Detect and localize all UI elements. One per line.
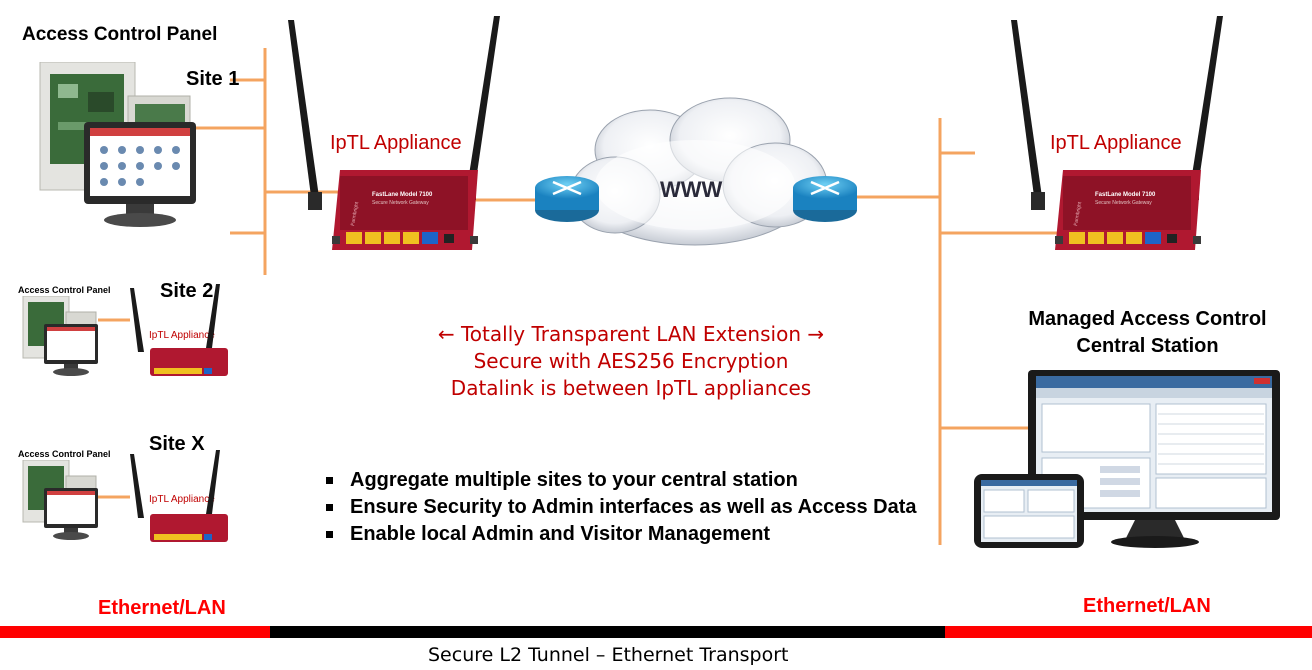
benefit-text: Aggregate multiple sites to your central… <box>350 469 798 491</box>
bullet-square-icon <box>326 477 333 484</box>
left-appliance-vendor-text: Farmbright <box>350 201 360 226</box>
left-appliance-label: IpTL Appliance <box>330 132 462 154</box>
internet-cloud-group: WWW <box>535 97 857 246</box>
right-appliance-sub-text: Secure Network Gateway <box>1095 200 1152 206</box>
lan-bar-left <box>0 626 270 638</box>
benefit-item: Ensure Security to Admin interfaces as w… <box>322 494 917 521</box>
site2-label: Site 2 <box>160 280 214 302</box>
site2-panel-title: Access Control Panel <box>18 285 111 295</box>
benefit-item: Aggregate multiple sites to your central… <box>322 467 917 494</box>
cloud-label: WWW <box>660 177 723 202</box>
site1-panel-image <box>39 62 196 227</box>
right-router-icon <box>793 176 857 222</box>
left-appliance-image: FastLane Model 7100 Secure Network Gatew… <box>288 16 500 250</box>
central-title-line1: Managed Access Control <box>1028 308 1267 330</box>
bullet-square-icon <box>326 531 333 538</box>
benefit-text: Ensure Security to Admin interfaces as w… <box>350 496 917 518</box>
central-title: Managed Access Control Central Station <box>1020 306 1275 360</box>
central-station-image <box>974 370 1280 548</box>
siteX-appliance-image <box>130 450 228 542</box>
tunnel-bar <box>270 626 945 638</box>
bullet-square-icon <box>326 504 333 511</box>
ethernet-lan-right-label: Ethernet/LAN <box>1083 595 1211 617</box>
left-appliance-sub-text: Secure Network Gateway <box>372 200 429 206</box>
feature-line-2: Secure with AES256 Encryption <box>473 349 789 373</box>
ethernet-lan-left-label: Ethernet/LAN <box>98 597 226 619</box>
central-title-line2: Central Station <box>1076 335 1219 357</box>
benefit-item: Enable local Admin and Visitor Managemen… <box>322 521 917 548</box>
siteX-label: Site X <box>149 433 205 455</box>
siteX-panel-image <box>22 460 98 540</box>
feature-line-1: ← Totally Transparent LAN Extension → <box>437 322 825 346</box>
site2-appliance-image <box>130 284 228 376</box>
right-appliance-image: FastLane Model 7100 Secure Network Gatew… <box>1011 16 1223 250</box>
right-appliance-vendor-text: Farmbright <box>1073 201 1083 226</box>
benefits-list: Aggregate multiple sites to your central… <box>322 467 917 548</box>
siteX-appliance-label: IpTL Appliance <box>149 494 215 505</box>
site2-panel-image <box>22 296 98 376</box>
left-appliance-brand-text: FastLane Model 7100 <box>372 192 433 198</box>
feature-line-3: Datalink is between IpTL appliances <box>450 376 812 400</box>
left-router-icon <box>535 176 599 222</box>
site1-panel-title: Access Control Panel <box>22 24 218 45</box>
benefit-text: Enable local Admin and Visitor Managemen… <box>350 523 771 545</box>
right-appliance-brand-text: FastLane Model 7100 <box>1095 192 1156 198</box>
tunnel-label: Secure L2 Tunnel – Ethernet Transport <box>428 644 789 666</box>
site1-label: Site 1 <box>186 68 240 90</box>
right-appliance-label: IpTL Appliance <box>1050 132 1182 154</box>
siteX-panel-title: Access Control Panel <box>18 449 111 459</box>
site2-appliance-label: IpTL Appliance <box>149 330 215 341</box>
features-block: ← Totally Transparent LAN Extension → Se… <box>420 321 842 402</box>
lan-bar-right <box>945 626 1312 638</box>
